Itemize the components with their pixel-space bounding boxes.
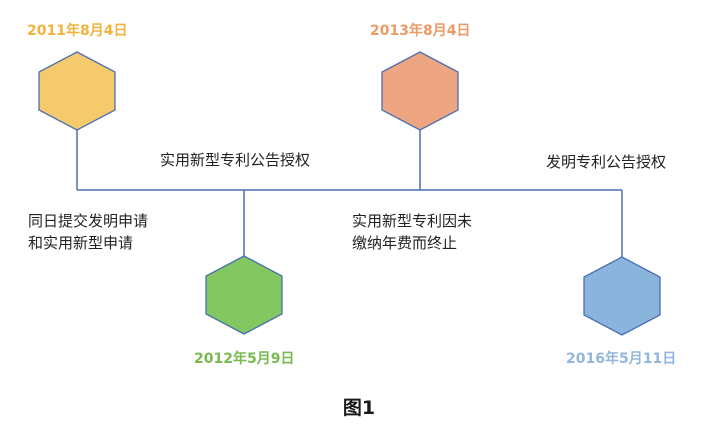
event-utility-terminated: 实用新型专利因未 缴纳年费而终止 — [352, 210, 472, 254]
event-utility-grant-text: 实用新型专利公告授权 — [160, 151, 311, 169]
event-invention-grant-text: 发明专利公告授权 — [546, 153, 667, 171]
hexagon-icon — [381, 51, 459, 131]
hexagon-icon — [583, 256, 661, 336]
date-label-2011: 2011年8月4日 — [27, 23, 128, 39]
event-utility-grant: 实用新型专利公告授权 — [160, 149, 310, 171]
event-filing-line-2: 和实用新型申请 — [28, 234, 134, 252]
event-filing: 同日提交发明申请 和实用新型申请 — [28, 210, 148, 254]
date-label-2016: 2016年5月11日 — [566, 351, 677, 367]
date-label-2013: 2013年8月4日 — [370, 23, 471, 39]
figure-caption: 图1 — [342, 397, 376, 419]
date-label-2012: 2012年5月9日 — [194, 351, 295, 367]
hexagon-icon — [38, 51, 116, 131]
event-utility-terminated-line-2: 缴纳年费而终止 — [352, 234, 458, 252]
event-filing-line-1: 同日提交发明申请 — [28, 212, 149, 230]
event-invention-grant: 发明专利公告授权 — [546, 151, 666, 173]
event-utility-terminated-line-1: 实用新型专利因未 — [352, 212, 473, 230]
hexagon-icon — [205, 255, 283, 335]
